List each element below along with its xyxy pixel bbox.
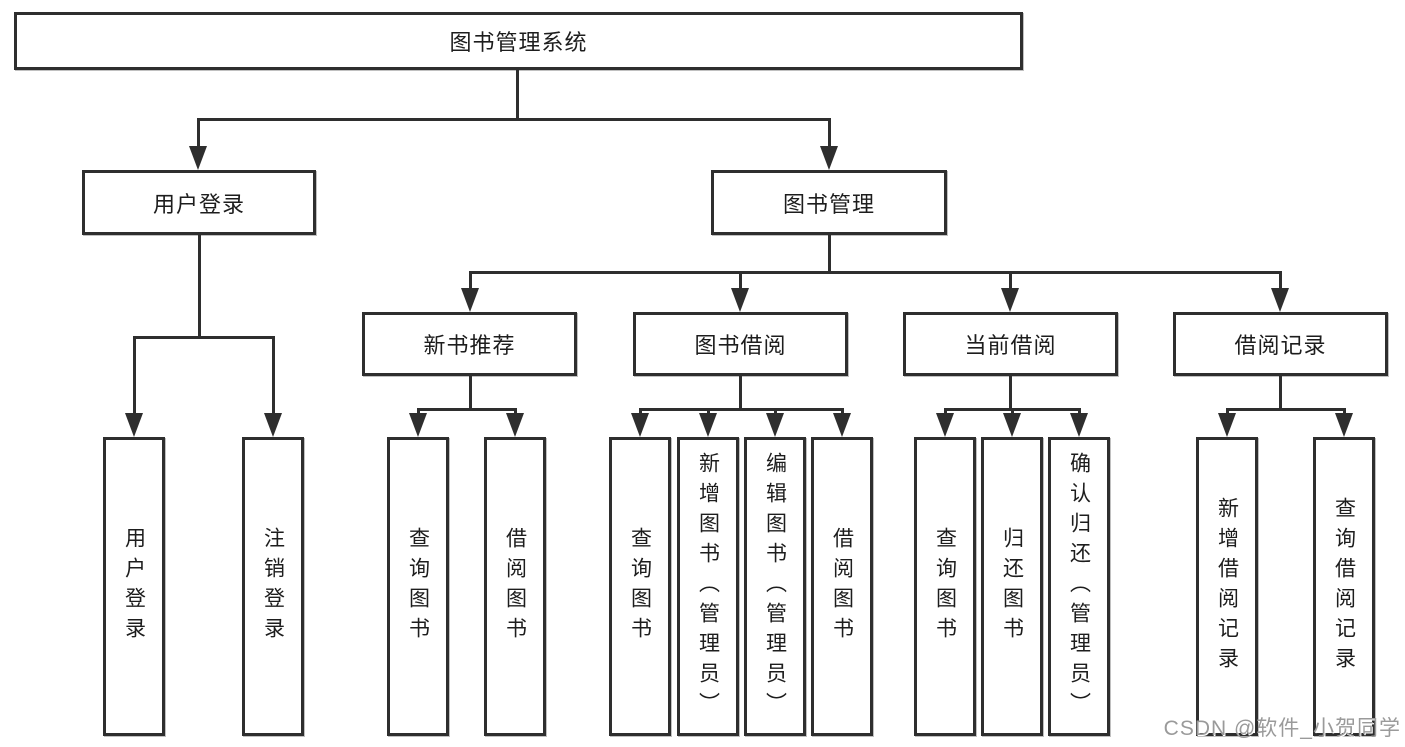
arrowhead-query-book	[936, 413, 954, 437]
arrowhead-borrow-book	[506, 413, 524, 437]
node-book-borrowing: 图书借阅	[633, 312, 848, 376]
arrowhead-book-borrow	[731, 288, 749, 312]
node-label: 借阅图书	[503, 526, 527, 647]
connector-line-borrow-record	[1279, 271, 1282, 293]
node-current-borrowing: 当前借阅	[903, 312, 1118, 376]
arrowhead-add-borrow-record	[1218, 413, 1236, 437]
node-label: 查询借阅记录	[1332, 496, 1356, 677]
node-leaf-user-login: 用户登录	[103, 437, 165, 736]
arrowhead-query-borrow-record	[1335, 413, 1353, 437]
node-label: 图书借阅	[694, 333, 787, 358]
node-label: 借阅记录	[1234, 333, 1327, 358]
node-book-management: 图书管理	[711, 170, 947, 235]
connector-current-borrow-stem	[1009, 376, 1012, 408]
node-leaf-query-book-recommend: 查询图书	[387, 437, 449, 736]
node-label: 查询图书	[933, 526, 957, 647]
node-leaf-query-book: 查询图书	[609, 437, 671, 736]
node-label: 当前借阅	[964, 333, 1057, 358]
arrowhead-borrow-record	[1271, 288, 1289, 312]
arrowhead-return-book	[1003, 413, 1021, 437]
node-label: 借阅图书	[830, 526, 854, 647]
node-leaf-add-book-admin: 新增图书（管理员）	[677, 437, 739, 736]
node-user-login: 用户登录	[82, 170, 316, 235]
node-leaf-return-book: 归还图书	[981, 437, 1043, 736]
node-label: 新增借阅记录	[1215, 496, 1239, 677]
arrowhead-user-login	[189, 146, 207, 170]
node-new-book-recommend: 新书推荐	[362, 312, 577, 376]
connector-user-login-stem	[198, 235, 201, 336]
node-label: 注销登录	[261, 526, 285, 647]
arrowhead-logout	[264, 413, 282, 437]
node-leaf-query-borrow-record: 查询借阅记录	[1313, 437, 1375, 736]
arrowhead-add-book	[699, 413, 717, 437]
connector-line-login	[133, 336, 136, 415]
connector-line-user-login	[197, 118, 200, 150]
connector-new-book-stem	[469, 376, 472, 408]
connector-line-new-book	[469, 271, 472, 293]
arrowhead-query-book	[631, 413, 649, 437]
connector-line-current-borrow	[1009, 271, 1012, 293]
node-leaf-add-borrow-record: 新增借阅记录	[1196, 437, 1258, 736]
connector-borrow-record-stem	[1279, 376, 1282, 408]
connector-root-bar	[197, 118, 830, 121]
connector-borrow-record-bar	[1226, 408, 1346, 411]
node-label: 用户登录	[152, 191, 245, 217]
node-label: 用户登录	[122, 526, 146, 647]
connector-line-book-borrow	[739, 271, 742, 293]
arrowhead-confirm-return	[1070, 413, 1088, 437]
node-label: 编辑图书（管理员）	[763, 451, 787, 722]
node-leaf-borrow-book: 借阅图书	[811, 437, 873, 736]
arrowhead-new-book	[461, 288, 479, 312]
node-label: 确认归还（管理员）	[1067, 451, 1091, 722]
node-library-management-system: 图书管理系统	[14, 12, 1023, 70]
node-label: 归还图书	[1000, 526, 1024, 647]
connector-book-management-bar	[469, 271, 1282, 274]
arrowhead-login	[125, 413, 143, 437]
node-label: 新增图书（管理员）	[696, 451, 720, 722]
connector-root-stem	[516, 69, 519, 118]
arrowhead-book-management	[820, 146, 838, 170]
connector-new-book-bar	[417, 408, 517, 411]
connector-line-book-management	[828, 118, 831, 150]
node-leaf-confirm-return-admin: 确认归还（管理员）	[1048, 437, 1110, 736]
watermark-text: CSDN @软件_小贺同学	[1163, 717, 1401, 740]
arrowhead-query-book	[409, 413, 427, 437]
node-leaf-edit-book-admin: 编辑图书（管理员）	[744, 437, 806, 736]
node-label: 新书推荐	[423, 333, 516, 358]
arrowhead-current-borrow	[1001, 288, 1019, 312]
node-label: 查询图书	[628, 526, 652, 647]
connector-line-logout	[272, 336, 275, 415]
node-label: 查询图书	[406, 526, 430, 647]
connector-book-management-stem	[828, 235, 831, 271]
arrowhead-borrow-book	[833, 413, 851, 437]
node-leaf-logout: 注销登录	[242, 437, 304, 736]
node-leaf-borrow-book-recommend: 借阅图书	[484, 437, 546, 736]
node-borrowing-records: 借阅记录	[1173, 312, 1388, 376]
node-label: 图书管理系统	[449, 30, 588, 55]
connector-user-login-bar	[133, 336, 275, 339]
node-leaf-query-book-current: 查询图书	[914, 437, 976, 736]
connector-book-borrow-bar	[639, 408, 844, 411]
connector-book-borrow-stem	[739, 376, 742, 408]
arrowhead-edit-book	[766, 413, 784, 437]
node-label: 图书管理	[782, 191, 875, 217]
